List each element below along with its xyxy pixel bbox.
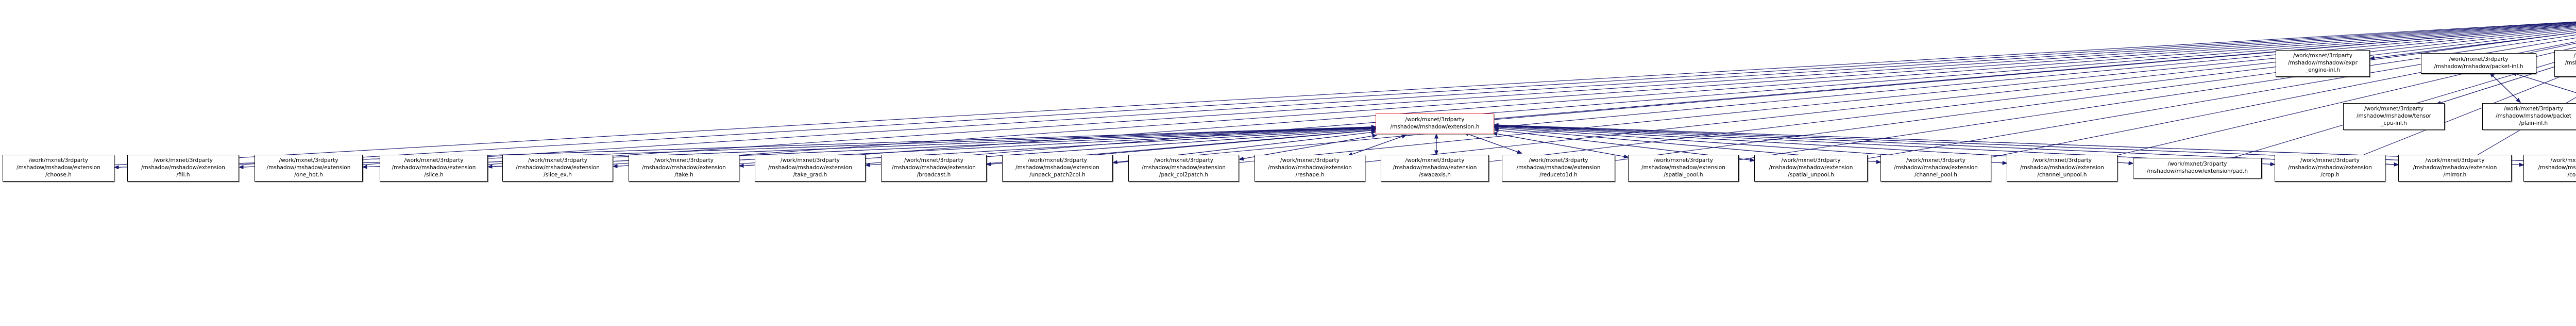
include-edge	[2512, 72, 2576, 93]
include-edge	[2232, 55, 2576, 158]
include-edge	[1488, 30, 2576, 162]
include-edge	[1867, 37, 2576, 159]
graph-node-label: /work/mxnet/3rdparty /mshadow/mshadow/ex…	[1641, 157, 1725, 178]
include-edge	[1112, 26, 2576, 164]
graph-node-ext-pad[interactable]: /work/mxnet/3rdparty /mshadow/mshadow/ex…	[2133, 158, 2262, 178]
graph-node-label: /work/mxnet/3rdparty /mshadow/mshadow/st…	[2565, 53, 2576, 67]
include-edge	[1464, 132, 1522, 154]
graph-node-label: /work/mxnet/3rdparty /mshadow/mshadow/ex…	[2287, 53, 2358, 73]
graph-node-ext-slice-ex[interactable]: /work/mxnet/3rdparty /mshadow/mshadow/ex…	[502, 155, 613, 182]
graph-node-label: /work/mxnet/3rdparty /mshadow/mshadow/ex…	[2538, 157, 2576, 178]
include-edge	[2117, 46, 2576, 156]
graph-node-ext-broadcast[interactable]: /work/mxnet/3rdparty /mshadow/mshadow/ex…	[881, 155, 987, 182]
include-edge	[487, 23, 2576, 165]
include-edge	[612, 127, 1376, 169]
include-edge	[1365, 28, 2576, 162]
graph-node-label: /work/mxnet/3rdparty /mshadow/mshadow/ex…	[892, 157, 976, 178]
graph-node-extension-h[interactable]: /work/mxnet/3rdparty /mshadow/mshadow/ex…	[1376, 113, 1494, 134]
graph-node-ext-channel-pool[interactable]: /work/mxnet/3rdparty /mshadow/mshadow/ex…	[1880, 155, 1991, 182]
include-edge	[1738, 34, 2576, 160]
include-edge	[1494, 25, 2576, 119]
include-edge	[2363, 70, 2576, 155]
graph-node-tensor-cpu[interactable]: /work/mxnet/3rdparty /mshadow/mshadow/te…	[2343, 103, 2445, 130]
include-edge	[2369, 32, 2576, 60]
graph-node-label: /work/mxnet/3rdparty /mshadow/mshadow/ex…	[516, 157, 600, 178]
graph-node-label: /work/mxnet/3rdparty /mshadow/mshadow/te…	[2357, 106, 2431, 126]
include-edge	[986, 25, 2576, 164]
graph-node-ext-reduceto1d[interactable]: /work/mxnet/3rdparty /mshadow/mshadow/ex…	[1502, 155, 1615, 182]
graph-node-ext-swapaxis[interactable]: /work/mxnet/3rdparty /mshadow/mshadow/ex…	[1381, 155, 1489, 182]
graph-node-ext-take-grad[interactable]: /work/mxnet/3rdparty /mshadow/mshadow/ex…	[755, 155, 866, 182]
graph-node-ext-concat[interactable]: /work/mxnet/3rdparty /mshadow/mshadow/ex…	[2523, 155, 2576, 182]
graph-node-label: /work/mxnet/3rdparty /mshadow/mshadow/ex…	[1390, 117, 1480, 130]
include-edge	[1239, 27, 2576, 163]
graph-node-stream-gpu[interactable]: /work/mxnet/3rdparty /mshadow/mshadow/st…	[2554, 50, 2576, 77]
include-edge	[2528, 43, 2576, 54]
graph-node-ext-spatial-unpool[interactable]: /work/mxnet/3rdparty /mshadow/mshadow/ex…	[1754, 155, 1868, 182]
graph-node-label: /work/mxnet/3rdparty /mshadow/mshadow/ex…	[2020, 157, 2104, 178]
graph-node-label: /work/mxnet/3rdparty /mshadow/mshadow/ex…	[768, 157, 852, 178]
graph-node-label: /work/mxnet/3rdparty /mshadow/mshadow/ex…	[16, 157, 100, 178]
graph-node-ext-one-hot[interactable]: /work/mxnet/3rdparty /mshadow/mshadow/ex…	[255, 155, 363, 182]
include-edge	[613, 23, 2576, 165]
graph-node-label: /work/mxnet/3rdparty /mshadow/mshadow/ex…	[1393, 157, 1477, 178]
include-edge	[1347, 135, 1406, 156]
include-edge	[739, 24, 2576, 165]
graph-node-label: /work/mxnet/3rdparty /mshadow/mshadow/ex…	[266, 157, 351, 178]
graph-node-ext-spatial-pool[interactable]: /work/mxnet/3rdparty /mshadow/mshadow/ex…	[1628, 155, 1739, 182]
graph-node-label: /work/mxnet/3rdparty /mshadow/mshadow/pa…	[2434, 56, 2523, 70]
graph-node-label: /work/mxnet/3rdparty /mshadow/mshadow/ex…	[1015, 157, 1099, 178]
graph-node-ext-crop[interactable]: /work/mxnet/3rdparty /mshadow/mshadow/ex…	[2275, 155, 2385, 182]
include-edge	[239, 22, 2576, 165]
graph-node-ext-unpack[interactable]: /work/mxnet/3rdparty /mshadow/mshadow/ex…	[1002, 155, 1113, 182]
graph-node-ext-take[interactable]: /work/mxnet/3rdparty /mshadow/mshadow/ex…	[629, 155, 739, 182]
graph-node-label: /work/mxnet/3rdparty /mshadow/mshadow/ex…	[1894, 157, 1978, 178]
graph-node-ext-mirror[interactable]: /work/mxnet/3rdparty /mshadow/mshadow/ex…	[2398, 155, 2512, 182]
include-edge	[1493, 133, 1629, 159]
graph-node-ext-pack[interactable]: /work/mxnet/3rdparty /mshadow/mshadow/ex…	[1128, 155, 1239, 182]
graph-node-label: /work/mxnet/3rdparty /mshadow/mshadow/ex…	[2413, 157, 2497, 178]
include-edge	[1991, 41, 2576, 158]
graph-node-label: /work/mxnet/3rdparty /mshadow/mshadow/pa…	[2496, 106, 2571, 126]
graph-node-label: /work/mxnet/3rdparty /mshadow/mshadow/ex…	[141, 157, 225, 178]
graph-node-ext-choose[interactable]: /work/mxnet/3rdparty /mshadow/mshadow/ex…	[3, 155, 114, 182]
include-edge	[2478, 97, 2576, 155]
graph-node-label: /work/mxnet/3rdparty /mshadow/mshadow/ex…	[1268, 157, 1352, 178]
graph-node-expr-engine[interactable]: /work/mxnet/3rdparty /mshadow/mshadow/ex…	[2276, 50, 2370, 77]
graph-node-ext-channel-unpool[interactable]: /work/mxnet/3rdparty /mshadow/mshadow/ex…	[2007, 155, 2117, 182]
graph-node-packet-inl[interactable]: /work/mxnet/3rdparty /mshadow/mshadow/pa…	[2421, 53, 2536, 74]
include-edge	[865, 24, 2576, 164]
graph-node-label: /work/mxnet/3rdparty /mshadow/mshadow/ex…	[1769, 157, 1853, 178]
graph-node-label: /work/mxnet/3rdparty /mshadow/mshadow/ex…	[2288, 157, 2372, 178]
include-edge	[1615, 32, 2576, 161]
graph-node-label: /work/mxnet/3rdparty /mshadow/mshadow/ex…	[392, 157, 476, 178]
graph-node-ext-reshape[interactable]: /work/mxnet/3rdparty /mshadow/mshadow/ex…	[1255, 155, 1365, 182]
graph-node-label: /work/mxnet/3rdparty /mshadow/mshadow/ex…	[642, 157, 726, 178]
graph-node-label: /work/mxnet/3rdparty /mshadow/mshadow/ex…	[1142, 157, 1226, 178]
graph-node-label: /work/mxnet/3rdparty /mshadow/mshadow/ex…	[2146, 161, 2248, 174]
graph-node-ext-fill[interactable]: /work/mxnet/3rdparty /mshadow/mshadow/ex…	[127, 155, 239, 182]
include-edge	[114, 21, 2576, 166]
graph-node-label: /work/mxnet/3rdparty /mshadow/mshadow/ex…	[1516, 157, 1601, 178]
graph-node-ext-slice[interactable]: /work/mxnet/3rdparty /mshadow/mshadow/ex…	[380, 155, 488, 182]
graph-node-plain-inl[interactable]: /work/mxnet/3rdparty /mshadow/mshadow/pa…	[2482, 103, 2576, 130]
include-edge	[2489, 73, 2521, 103]
include-edge	[362, 22, 2576, 165]
